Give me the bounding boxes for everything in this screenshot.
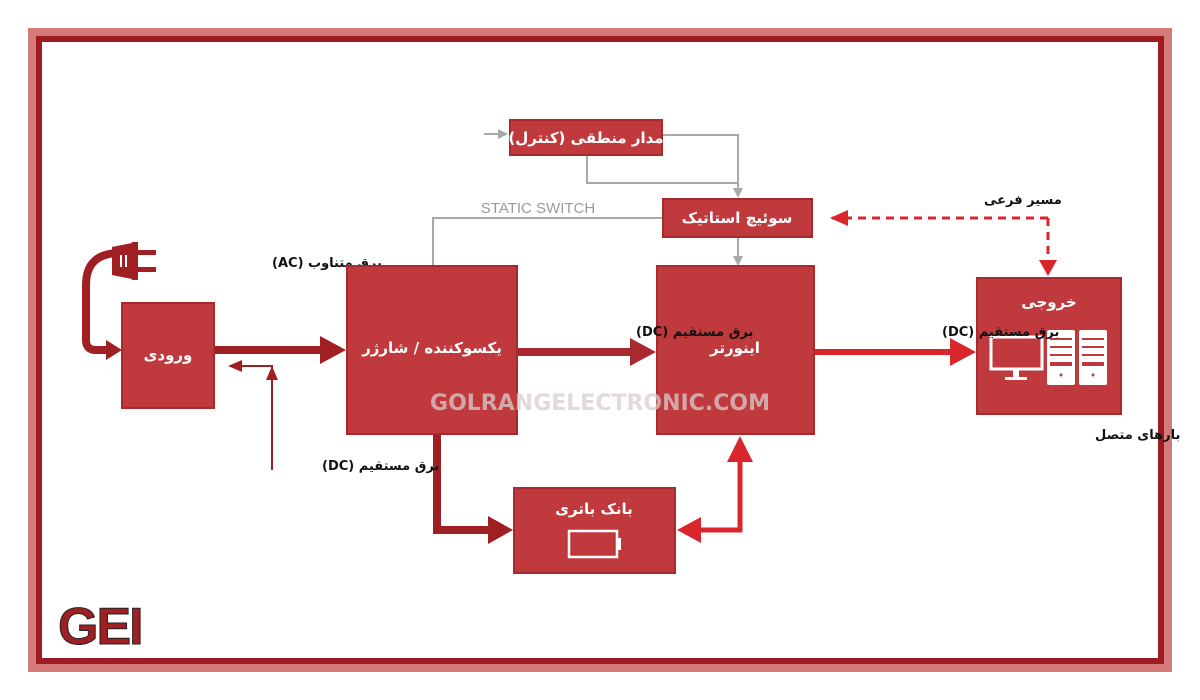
output-label: خروجی <box>1021 293 1076 311</box>
plug-icon <box>82 242 156 360</box>
static-switch-line <box>432 217 663 266</box>
computer-monitor-icon <box>989 335 1044 380</box>
rectifier-label: یکسوکننده / شارژر <box>361 339 502 357</box>
output-block: خروجی <box>976 277 1122 415</box>
input-block: ورودی <box>121 302 215 409</box>
control-lines <box>432 129 743 266</box>
control-logic-label: مدار منطقی (کنترل) <box>508 129 663 147</box>
control-feedback-line <box>586 155 738 184</box>
gei-logo: GEI <box>58 598 142 656</box>
power-arrows <box>214 210 1057 544</box>
dc-inverter-output-label: برق مستقیم (DC) <box>942 325 1059 340</box>
control-to-switch-arrow <box>662 134 743 198</box>
watermark: GOLRANGELECTRONIC.COM <box>430 391 770 416</box>
bypass-label: مسیر فرعی <box>984 193 1062 208</box>
rectifier-block: یکسوکننده / شارژر <box>346 265 518 435</box>
battery-icon <box>567 529 621 559</box>
connected-loads-label: بارهای متصل <box>1095 428 1180 443</box>
rectifier-to-battery-arrow <box>433 434 490 534</box>
dc-input-label: برق مستقیم (DC) <box>322 459 439 474</box>
static-switch-label: سوئیچ استاتیک <box>682 209 793 227</box>
battery-block: بانک باتری <box>513 487 676 574</box>
inverter-block: اینورتر <box>656 265 815 435</box>
battery-label: بانک باتری <box>555 500 632 518</box>
control-logic-block: مدار منطقی (کنترل) <box>508 119 664 156</box>
server-icon <box>1047 330 1107 385</box>
input-label: ورودی <box>144 346 193 364</box>
inverter-label: اینورتر <box>709 339 760 357</box>
dc-rectifier-inverter-label: برق مستقیم (DC) <box>636 325 753 340</box>
static-switch-block: سوئیچ استاتیک <box>662 198 813 238</box>
battery-inverter-arrow <box>700 460 743 533</box>
static-switch-label-en: STATIC SWITCH <box>481 200 595 217</box>
